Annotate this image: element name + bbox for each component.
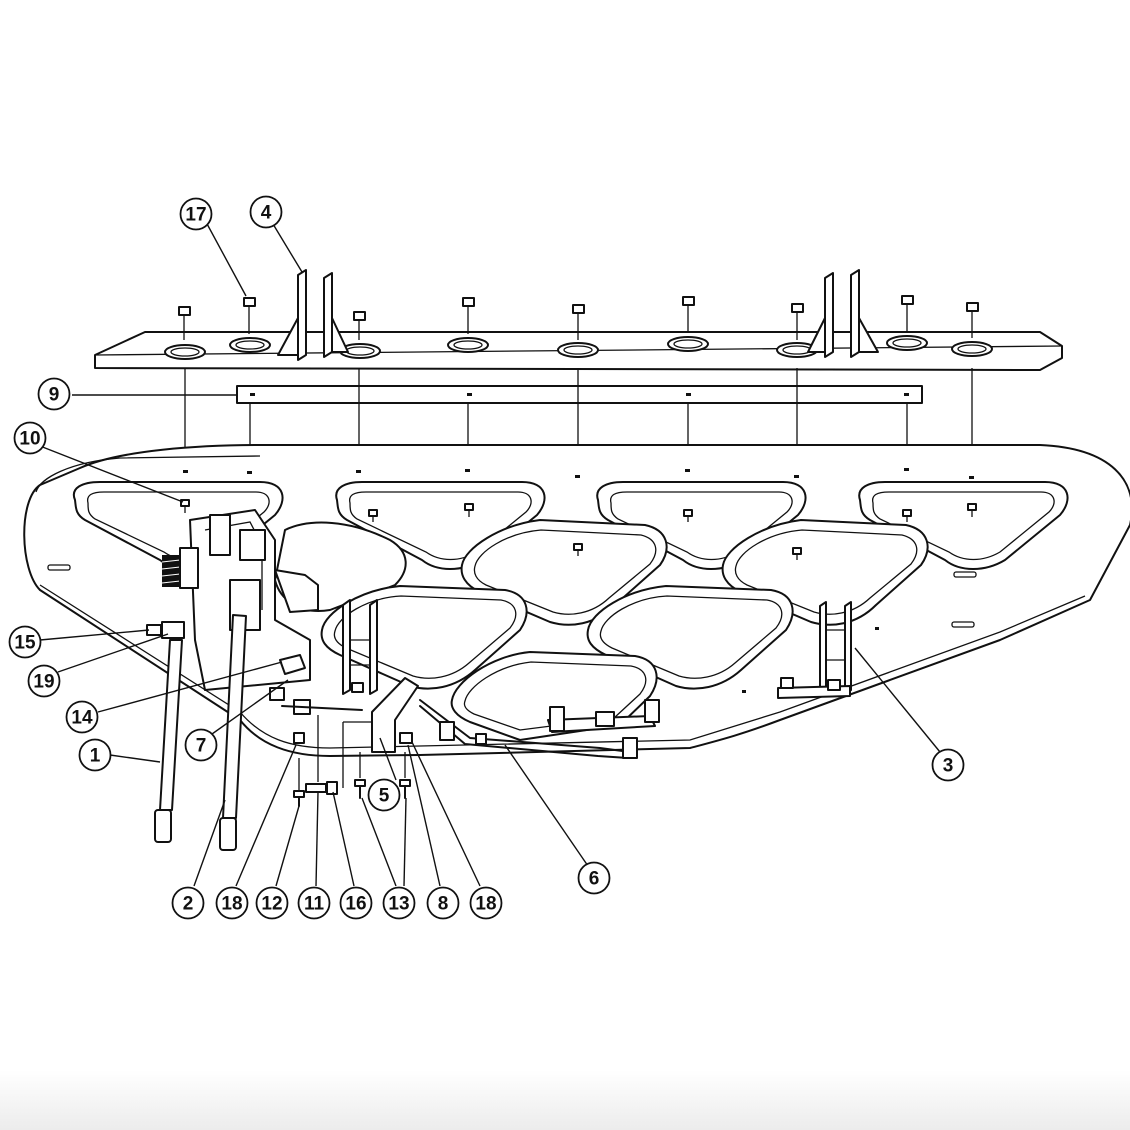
callout-18-left-label: 18 — [221, 894, 242, 915]
right-bracket — [777, 601, 852, 699]
callout-12: 12 — [255, 886, 289, 920]
callout-18-right: 18 — [469, 886, 503, 920]
callout-2-label: 2 — [183, 894, 194, 915]
callout-6: 6 — [577, 861, 611, 895]
callout-3: 3 — [931, 748, 965, 782]
pocket-bolts — [180, 499, 977, 560]
callout-9: 9 — [37, 377, 71, 411]
bar-holes — [164, 335, 993, 360]
top-mounting-bar — [94, 269, 1063, 371]
loose-fasteners — [293, 715, 411, 807]
callout-8-label: 8 — [438, 894, 449, 915]
linkage-bar — [371, 677, 660, 759]
callout-1: 1 — [78, 738, 112, 772]
leader-lines — [39, 221, 941, 887]
callout-3-label: 3 — [943, 756, 954, 777]
callout-5: 5 — [367, 778, 401, 812]
cover-strip — [236, 385, 923, 404]
callout-6-label: 6 — [589, 869, 600, 890]
bottom-shadow — [0, 1070, 1130, 1130]
callout-8: 8 — [426, 886, 460, 920]
callout-11: 11 — [297, 886, 331, 920]
callout-12-label: 12 — [261, 894, 282, 915]
spring — [161, 555, 181, 587]
bar-bolts — [178, 295, 979, 340]
callout-10: 10 — [13, 421, 47, 455]
callout-4: 4 — [249, 195, 283, 229]
callout-4-label: 4 — [261, 203, 272, 224]
callout-13-label: 13 — [388, 894, 409, 915]
callout-14-label: 14 — [71, 708, 93, 729]
callout-13: 13 — [382, 886, 416, 920]
callout-17: 17 — [179, 197, 213, 231]
callout-16-label: 16 — [345, 894, 366, 915]
center-bracket — [342, 599, 378, 695]
callout-16: 16 — [339, 886, 373, 920]
callout-5-label: 5 — [379, 786, 390, 807]
callout-7-label: 7 — [196, 736, 207, 757]
callout-19-label: 19 — [33, 672, 54, 693]
bar-brackets — [277, 269, 879, 361]
callout-1-label: 1 — [90, 746, 101, 767]
callout-2: 2 — [171, 886, 205, 920]
callout-7: 7 — [184, 728, 218, 762]
callout-19: 19 — [27, 664, 61, 698]
callout-17-label: 17 — [185, 205, 206, 226]
callout-9-label: 9 — [49, 385, 60, 406]
callout-14: 14 — [65, 700, 99, 734]
callout-18-right-label: 18 — [475, 894, 496, 915]
callout-11-label: 11 — [304, 894, 325, 915]
callout-18-left: 18 — [215, 886, 249, 920]
callout-15-label: 15 — [14, 633, 36, 654]
callout-15: 15 — [8, 625, 42, 659]
callout-10-label: 10 — [19, 429, 40, 450]
